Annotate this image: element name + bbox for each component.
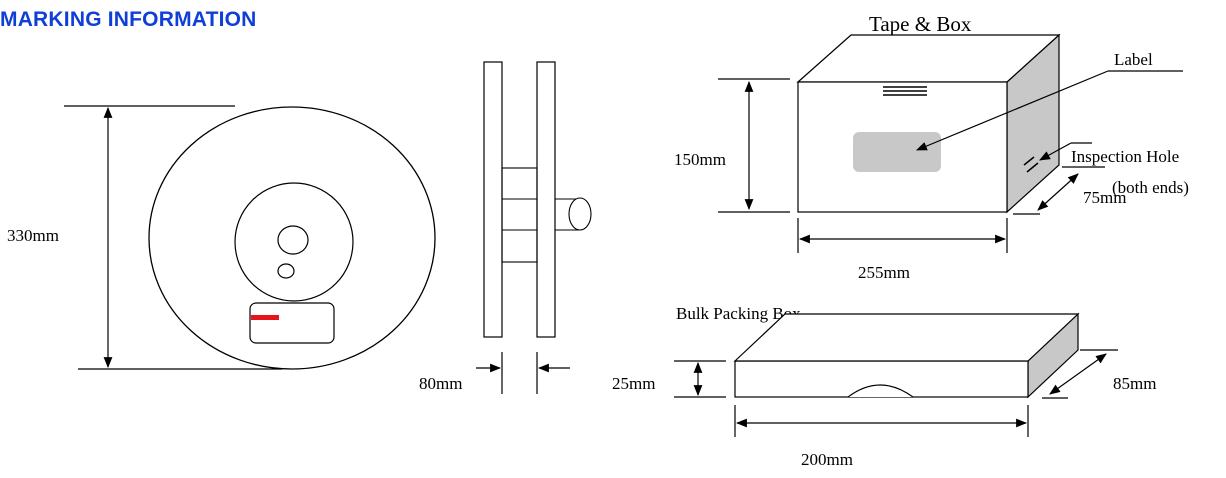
reel-axle-end — [568, 197, 592, 231]
page-title: MARKING INFORMATION — [0, 8, 257, 31]
tape-box-depth-label: 75mm — [1083, 188, 1126, 207]
tape-box-depth-dimension: 75mm — [1013, 166, 1126, 215]
bulk-box-height-label: 25mm — [612, 374, 655, 393]
tape-box-height-dimension: 150mm — [674, 78, 790, 213]
bulk-box-drawing: Bulk Packing Box — [676, 304, 1080, 399]
reel-diameter-label: 330mm — [7, 226, 59, 245]
tape-box-slot — [883, 86, 927, 96]
label-callout: Label — [915, 50, 1183, 151]
reel-hub — [234, 182, 354, 302]
tape-box-width-label: 255mm — [858, 263, 910, 282]
tape-box-height-label: 150mm — [674, 150, 726, 169]
bulk-box-top-face — [733, 313, 1080, 362]
reel-diameter-dimension: 330mm — [7, 105, 282, 370]
inspection-hole-mark — [1023, 156, 1035, 166]
inspection-hole-note: (both ends) — [1112, 178, 1189, 197]
reel-side-view — [483, 61, 592, 338]
inspection-hole-callout: Inspection Hole (both ends) — [1039, 142, 1189, 197]
bulk-box-height-dimension: 25mm — [612, 360, 726, 398]
reel-front-view — [148, 106, 436, 370]
reel-marking-indicator — [251, 315, 279, 320]
reel-width-label: 80mm — [419, 374, 462, 393]
reel-side-flange-left — [483, 61, 503, 338]
reel-side-flange-right — [536, 61, 556, 338]
tape-box-width-dimension: 255mm — [797, 218, 1008, 282]
reel-outer-flange — [148, 106, 436, 370]
reel-drive-hole — [277, 263, 295, 279]
bulk-box-title: Bulk Packing Box — [676, 304, 801, 323]
bulk-box-depth-label: 85mm — [1113, 374, 1156, 393]
bulk-box-width-label: 200mm — [801, 450, 853, 469]
reel-side-hub — [501, 167, 538, 263]
reel-label-area — [249, 302, 335, 344]
reel-spindle-hole — [277, 225, 309, 255]
label-callout-text: Label — [1114, 50, 1153, 69]
tape-box-title: Tape & Box — [869, 12, 972, 36]
tape-box-drawing — [796, 33, 1061, 214]
bulk-box-width-dimension: 200mm — [734, 405, 1029, 469]
reel-width-dimension: 80mm — [419, 352, 570, 394]
bulk-box-depth-dimension: 85mm — [1042, 349, 1156, 399]
inspection-hole-text: Inspection Hole — [1071, 147, 1179, 166]
tape-box-label-area — [853, 132, 941, 172]
bulk-box-notch — [847, 384, 914, 398]
